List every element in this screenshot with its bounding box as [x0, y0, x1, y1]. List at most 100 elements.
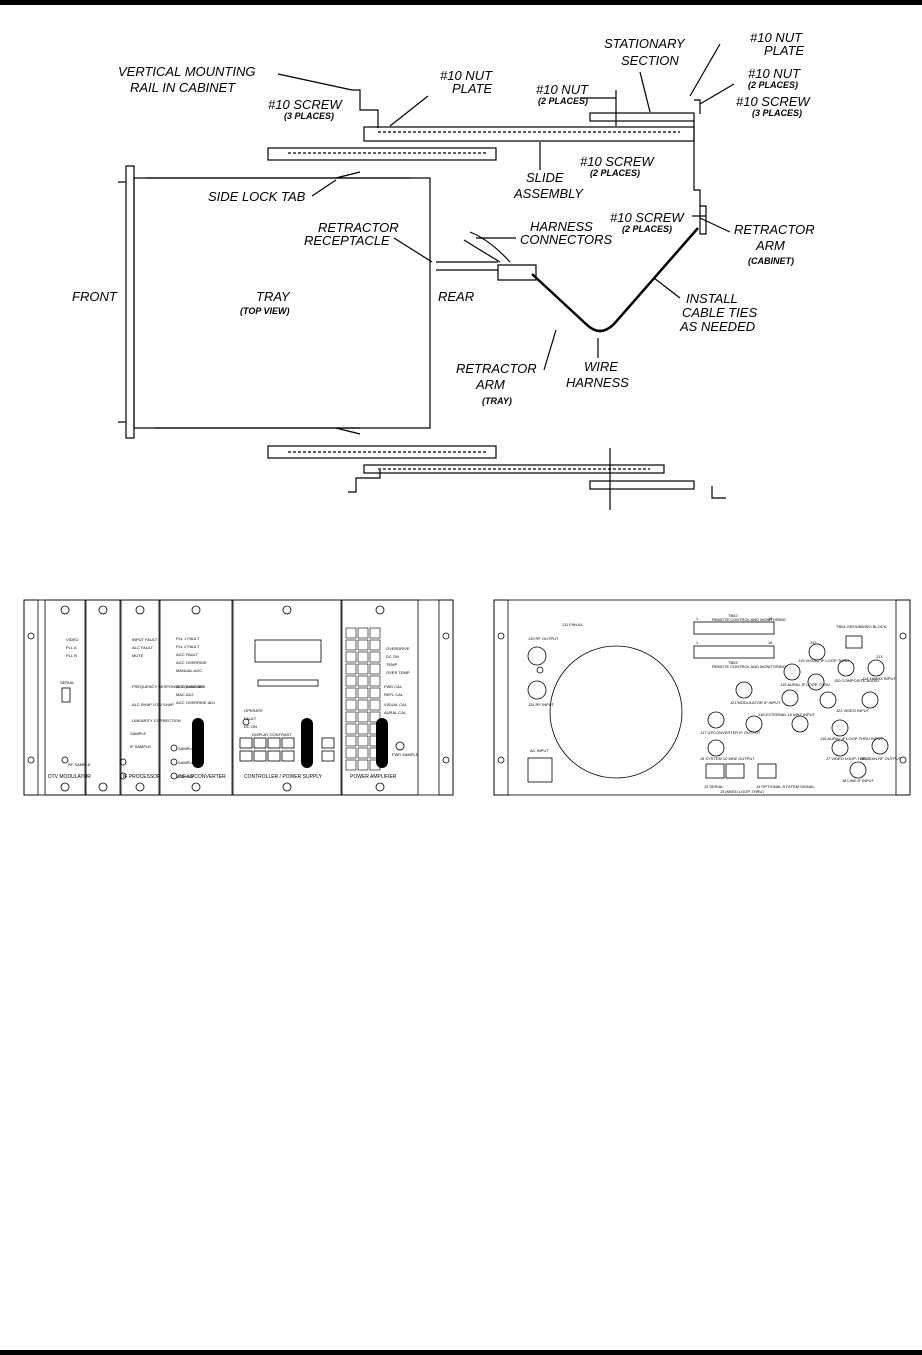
wire-harness — [531, 227, 699, 333]
mod-led-pll-b: PLL B — [66, 653, 77, 658]
amp-led-overdrive: OVERDRIVE — [386, 646, 410, 651]
rear-j10: J10 RF OUTPUT — [528, 636, 559, 641]
if-led-input-fault: INPUT FAULT — [132, 637, 158, 642]
label-screw-left: #10 SCREW — [268, 97, 343, 112]
amp-led-temp: TEMP — [386, 662, 397, 667]
module-if-processor: IF PROCESSOR — [123, 774, 161, 780]
up-led-agc-fault: AGC FAULT — [176, 652, 198, 657]
up-led-pll2: PLL 2 FAULT — [176, 644, 200, 649]
rear-j14: J14 10MHZ INPUT — [862, 676, 896, 681]
up-sample-3: SAMPLE — [178, 774, 195, 779]
rear-j2: J2 SERIAL — [704, 784, 724, 789]
rear-j20: J20 COMPOSITE AUDIO — [834, 678, 879, 683]
lower-slide-outer — [363, 464, 665, 474]
rear-fan-opening — [549, 645, 683, 779]
rear-j13: J13 — [876, 654, 883, 659]
label-nut-plate-right-2: PLATE — [764, 43, 805, 58]
label-screw-left-places: (3 PLACES) — [284, 111, 334, 121]
label-vertical-rail-2: RAIL IN CABINET — [130, 80, 236, 95]
module-upconverter: VHF UPCONVERTER — [176, 774, 226, 780]
label-arm-cabinet-3: (CABINET) — [748, 256, 794, 266]
label-harness-conn-1: HARNESS — [530, 219, 593, 234]
mod-serial-label: SERIAL — [60, 680, 75, 685]
if-led-mute: MUTE — [132, 653, 144, 658]
rear-tb03-last: 16 — [768, 640, 773, 645]
if-sample-2: IF SAMPLE — [130, 744, 151, 749]
front-panel-grid — [345, 627, 381, 771]
rear-tb03: TB03 — [728, 660, 738, 665]
upper-slide-rail — [267, 147, 497, 161]
label-nut-right-places: (2 PLACES) — [748, 80, 798, 90]
ctrl-led-dc-on: DC ON — [244, 724, 257, 729]
label-rear: REAR — [438, 289, 474, 304]
label-receptacle-1: RETRACTOR — [318, 220, 399, 235]
up-led-manual-agc: MANUAL AGC — [176, 668, 202, 673]
up-led-pll1: PLL 1 FAULT — [176, 636, 200, 641]
label-slide-2: ASSEMBLY — [513, 186, 584, 201]
label-receptacle-2: RECEPTACLE — [304, 233, 390, 248]
label-nut-plate-left-1: #10 NUT — [440, 68, 493, 83]
label-harness-conn-2: CONNECTORS — [520, 232, 613, 247]
label-side-lock-tab: SIDE LOCK TAB — [208, 189, 306, 204]
rear-j19: J19 VISUAL IF LOOP-THRU — [798, 658, 849, 663]
rear-tb02: TB02 — [728, 613, 738, 618]
tray-front-panel — [125, 165, 135, 439]
rear-j9: J9 SYSTEM 10 MHZ OUTPUT — [700, 756, 755, 761]
label-nut-center-places: (2 PLACES) — [538, 96, 588, 106]
rear-j7: J7 VIDEO LOOP-THRU — [826, 756, 869, 761]
label-arm-tray-3: (TRAY) — [482, 396, 512, 406]
if-sw-alc: ALC SHAP LOW SHAP — [132, 702, 174, 707]
label-wire-harness-2: HARNESS — [566, 375, 629, 390]
label-screw-arm: #10 SCREW — [610, 210, 685, 225]
rear-j11: J11 FAN AL — [562, 622, 584, 627]
mod-led-video: VIDEO — [66, 637, 78, 642]
if-sw-freq: FREQUENCY RESPONSE EQUALIZER — [132, 684, 204, 689]
label-vertical-rail-1: VERTICAL MOUNTING — [118, 64, 255, 79]
rear-tb02-first: 1 — [696, 616, 699, 621]
rear-tb02-sub: REMOTE CONTROL AND MONITORING — [712, 617, 786, 622]
rear-j22: J22 VIDEO INPUT — [836, 708, 870, 713]
rear-j24: J24 RF INPUT — [528, 702, 555, 707]
amp-led-dc-on: DC ON — [386, 654, 399, 659]
amp-cal-refl: REFL CAL — [384, 692, 404, 697]
rear-j21: J21 MODULATOR IF INPUT — [730, 700, 781, 705]
bottom-rule — [0, 1350, 922, 1355]
label-stationary-2: SECTION — [621, 53, 679, 68]
ctrl-led-operate: OPERATE — [244, 708, 263, 713]
rear-ac-input: AC INPUT — [530, 748, 549, 753]
stationary-section-upper — [589, 112, 695, 122]
module-modulator: DTV MODULATOR — [48, 774, 91, 780]
label-nut-plate-right-1: #10 NUT — [750, 30, 803, 45]
front-panel-handles — [192, 718, 388, 768]
up-sw-agc-shap: AGC SHAP ADJ — [176, 684, 205, 689]
rear-panel — [493, 599, 911, 796]
stationary-section-lower — [589, 480, 695, 490]
upper-slide-outer — [363, 126, 695, 142]
front-panel-text: DTV MODULATOR IF PROCESSOR VHF UPCONVERT… — [48, 636, 419, 780]
front-panel — [23, 599, 454, 796]
mod-led-pll-a: PLL A — [66, 645, 77, 650]
rear-j16: J16 AURAL IF LOOP-THRU INPUT — [820, 736, 884, 741]
amp-led-over-temp: OVER TEMP — [386, 670, 410, 675]
installation-diagram: VERTICAL MOUNTING RAIL IN CABINET #10 SC… — [23, 30, 911, 796]
rear-tb03-sub: REMOTE CONTROL AND MONITORING — [712, 664, 786, 669]
label-screw-center-places: (2 PLACES) — [590, 168, 640, 178]
up-sample-1: SAMPLE — [178, 746, 195, 751]
label-nut-center: #10 NUT — [536, 82, 589, 97]
rear-j15: J15 AURAL IF LOOP-THRU — [780, 682, 830, 687]
rear-tb04: TB04 GROUNDING BLOCK — [836, 624, 887, 629]
label-arm-cabinet-1: RETRACTOR — [734, 222, 815, 237]
install-labels: VERTICAL MOUNTING RAIL IN CABINET #10 SC… — [72, 30, 815, 406]
up-led-agc-override: AGC OVERRIDE — [176, 660, 207, 665]
module-power-amp: POWER AMPLIFIER — [350, 774, 397, 780]
amp-cal-fwd: FWD CAL — [384, 684, 403, 689]
rear-j3: J3 (NEED LOOP-THRU) — [720, 789, 764, 794]
if-sample-1: SAMPLE — [130, 731, 147, 736]
rear-j23: J23 SDIN RF OUTPUT — [860, 756, 902, 761]
label-tray: TRAY — [256, 289, 291, 304]
module-controller: CONTROLLER / POWER SUPPLY — [244, 774, 323, 780]
label-screw-center: #10 SCREW — [580, 154, 655, 169]
label-arm-tray-2: ARM — [475, 377, 505, 392]
label-stationary-1: STATIONARY — [604, 36, 686, 51]
label-nut-plate-left-2: PLATE — [452, 81, 493, 96]
